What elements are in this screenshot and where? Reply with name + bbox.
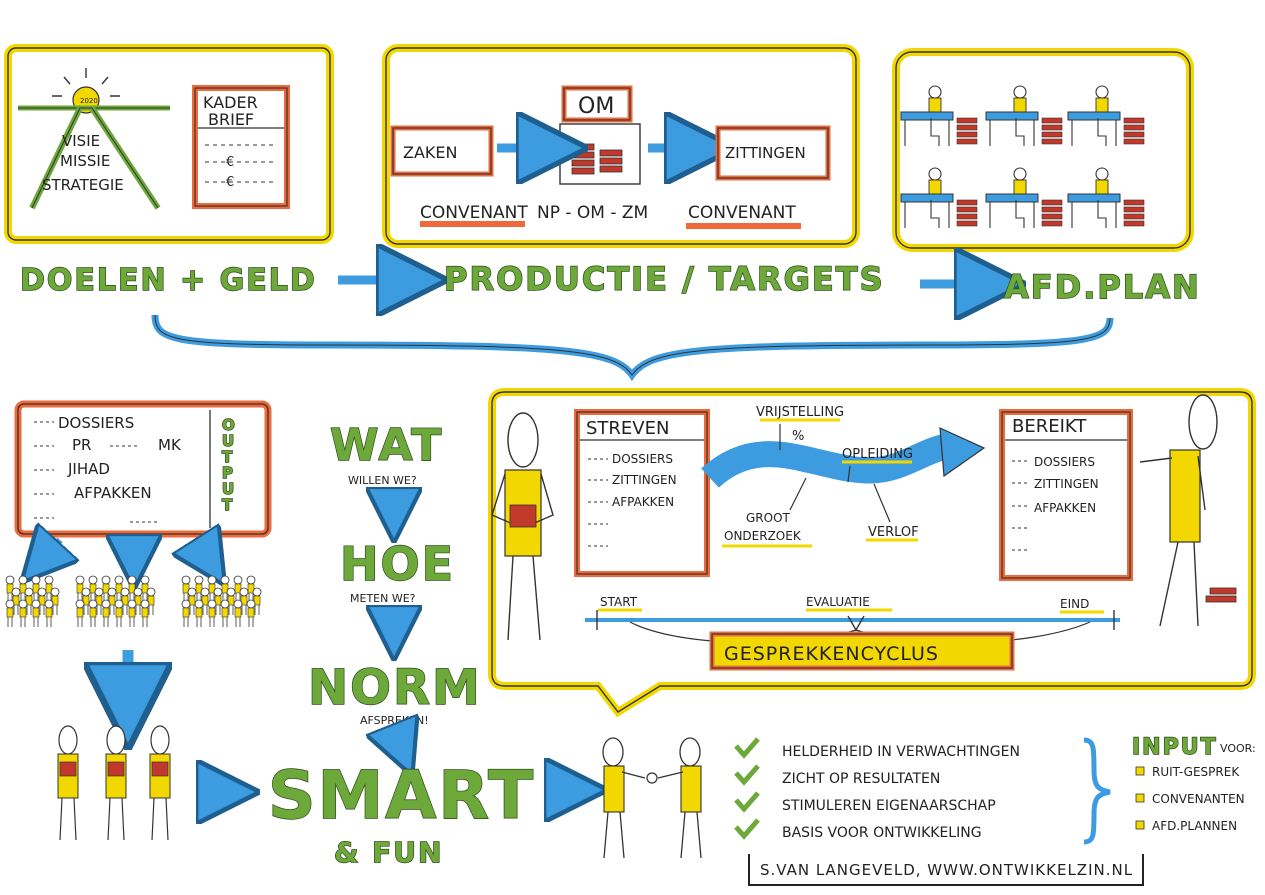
benefit-item: ZICHT OP RESULTATEN — [782, 771, 940, 787]
output-item-mk: MK — [158, 436, 182, 454]
output-item-pr: PR — [72, 436, 91, 454]
gesprekkencyclus-label: GESPREKKENCYCLUS — [724, 643, 939, 665]
benefit-item: HELDERHEID IN VERWACHTINGEN — [782, 744, 1020, 760]
output-letter: P — [222, 464, 235, 482]
panel-productie: OM ZAKEN ZITTINGEN CONVENANT NP - OM - Z… — [382, 44, 860, 248]
streven-list: STREVEN DOSSIERS ZITTINGEN AFPAKKEN — [574, 409, 710, 577]
input-item: CONVENANTEN — [1152, 792, 1245, 806]
euro-sign-1: € — [226, 155, 234, 170]
kaderbrief-line-2: BRIEF — [208, 110, 254, 129]
input-title: INPUT — [1132, 735, 1218, 760]
heading-productie-targets: PRODUCTIE / TARGETS — [444, 260, 885, 298]
benefits-list: HELDERHEID IN VERWACHTINGEN ZICHT OP RESU… — [734, 737, 1020, 841]
bereikt-item-afpakken: AFPAKKEN — [1034, 501, 1096, 515]
heading-smart: SMART — [268, 757, 535, 834]
euro-sign-2: € — [226, 175, 234, 190]
heading-fun: & FUN — [334, 836, 443, 869]
progress-wave-arrow — [701, 427, 986, 488]
office-desks-icon — [900, 85, 1145, 228]
kaderbrief-line-1: KADER — [203, 93, 258, 112]
handshake-icon — [602, 737, 702, 859]
streven-item-zittingen: ZITTINGEN — [612, 473, 677, 487]
bereikt-list: BEREIKT DOSSIERS ZITTINGEN AFPAKKEN — [999, 409, 1133, 581]
heading-hoe: HOE — [340, 537, 455, 591]
output-item-afpakken: AFPAKKEN — [74, 484, 152, 502]
streven-item-afpakken: AFPAKKEN — [612, 495, 674, 509]
label-onderzoek: ONDERZOEK — [724, 529, 802, 543]
norm-subtitle: AFSPREKEN! — [360, 714, 429, 727]
np-om-zm: NP - OM - ZM — [537, 203, 648, 223]
zaken-label: ZAKEN — [403, 143, 457, 162]
panel-vision: 2020 VISIE MISSIE STRATEGIE KADER BRIEF … — [4, 44, 334, 244]
kaderbrief-document: KADER BRIEF € € — [192, 85, 290, 209]
label-groot: GROOT — [746, 511, 791, 525]
bullet-icon — [1135, 793, 1145, 803]
heading-doelen-geld: DOELEN + GELD — [20, 263, 317, 298]
output-letter: T — [222, 496, 234, 514]
crowd-groups-icon — [5, 575, 262, 627]
om-label: OM — [578, 94, 614, 119]
bereikt-title: BEREIKT — [1012, 416, 1087, 437]
timeline-start: START — [600, 595, 638, 609]
label-verlof: VERLOF — [868, 525, 919, 540]
check-icon — [734, 764, 760, 786]
bereikt-item-zittingen: ZITTINGEN — [1034, 477, 1099, 491]
zaken-box: ZAKEN — [390, 125, 494, 177]
person-left-figure — [491, 412, 554, 641]
output-letter: U — [222, 480, 236, 498]
panel-gesprekkencyclus: STREVEN DOSSIERS ZITTINGEN AFPAKKEN VRIJ… — [488, 388, 1256, 718]
streven-title: STREVEN — [586, 418, 669, 439]
heading-wat: WAT — [330, 420, 443, 471]
convenant-right: CONVENANT — [688, 203, 796, 223]
input-item: AFD.PLANNEN — [1152, 819, 1237, 833]
check-icon — [734, 818, 760, 840]
output-letter: O — [222, 416, 237, 434]
convenant-left: CONVENANT — [420, 203, 528, 223]
label-percent: % — [792, 429, 804, 444]
label-opleiding: OPLEIDING — [842, 447, 913, 462]
wat-subtitle: WILLEN WE? — [348, 474, 417, 487]
input-items-list: RUIT-GESPREK CONVENANTEN AFD.PLANNEN — [1135, 765, 1245, 833]
output-letter: U — [222, 432, 236, 450]
timeline-eind: EIND — [1060, 597, 1089, 611]
heading-norm: NORM — [308, 660, 482, 716]
timeline-evaluatie: EVALUATIE — [806, 595, 870, 609]
hoe-subtitle: METEN WE? — [350, 592, 416, 605]
om-box: OM — [559, 85, 641, 185]
benefits-brace — [1083, 737, 1111, 845]
author-credit: S.VAN LANGEVELD, WWW.ONTWIKKELZIN.NL — [748, 854, 1144, 886]
output-letter: T — [222, 448, 234, 466]
timeline: START EVALUATIE EIND GESPREKKENCYCLUS — [585, 595, 1120, 671]
benefit-item: BASIS VOOR ONTWIKKELING — [782, 825, 982, 841]
sun-label: 2020 — [80, 97, 98, 105]
vision-line-2: MISSIE — [60, 152, 110, 170]
panel-afd-plan — [892, 48, 1194, 252]
bullet-icon — [1135, 820, 1145, 830]
streven-item-dossiers: DOSSIERS — [612, 452, 673, 466]
three-people-icon — [57, 725, 171, 841]
output-item-dossiers: DOSSIERS — [58, 414, 134, 432]
person-right-figure — [1139, 394, 1237, 627]
zittingen-box: ZITTINGEN — [715, 125, 831, 181]
vision-line-3: STRATEGIE — [42, 176, 124, 194]
input-item: RUIT-GESPREK — [1152, 765, 1240, 779]
bereikt-item-dossiers: DOSSIERS — [1034, 455, 1095, 469]
zittingen-label: ZITTINGEN — [725, 144, 806, 162]
bullet-icon — [1135, 766, 1145, 776]
check-icon — [734, 737, 760, 759]
heading-afd-plan: AFD.PLAN — [1004, 268, 1201, 306]
label-vrijstelling: VRIJSTELLING — [756, 405, 844, 420]
output-item-jihad: JIHAD — [67, 460, 110, 478]
input-voor: VOOR: — [1220, 742, 1256, 755]
vision-line-1: VISIE — [62, 132, 100, 150]
benefit-item: STIMULEREN EIGENAARSCHAP — [782, 798, 996, 814]
check-icon — [734, 791, 760, 813]
